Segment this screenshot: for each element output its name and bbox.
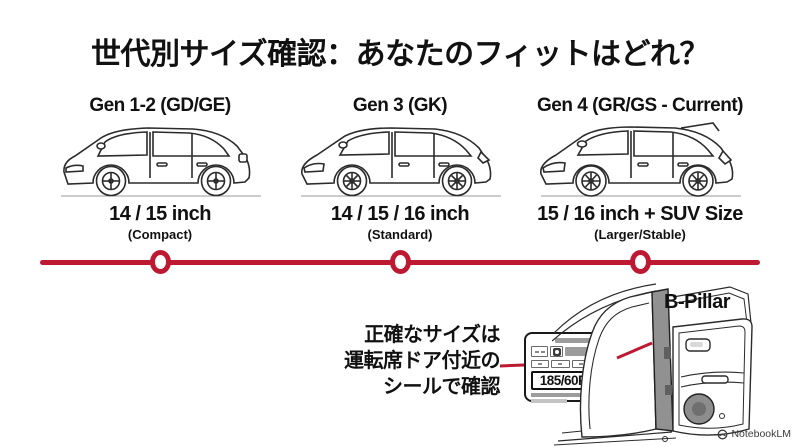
- sticker-header-bar: [554, 338, 596, 343]
- sticker-footer-bar-2: [531, 399, 568, 403]
- door-diagram-svg: [551, 283, 753, 446]
- front-wheel-icon: [95, 165, 126, 197]
- timeline-marker-gen1-2: [150, 250, 171, 274]
- car-gen3-svg: [300, 127, 501, 197]
- tire-icon: [550, 346, 563, 357]
- annotation-line-1: 正確なサイズは: [364, 324, 500, 346]
- generation-1-note: (Compact): [127, 227, 193, 242]
- generation-2-note: (Standard): [367, 227, 433, 242]
- car-illustration-gen4: [520, 118, 760, 202]
- generation-1-size: 14 / 15 inch: [109, 203, 211, 225]
- generation-column-1: Gen 1-2 (GD/GE): [40, 95, 280, 242]
- generation-2-name: Gen 3 (GK): [352, 95, 448, 116]
- generation-3-size: 15 / 16 inch + SUV Size: [537, 203, 743, 225]
- generation-column-2: Gen 3 (GK): [280, 95, 520, 242]
- annotation-line-3: シールで確認: [383, 376, 501, 398]
- armrest-pull-shape: [701, 375, 729, 384]
- door-bpillar-illustration: [551, 281, 770, 447]
- page-title: 世代別サイズ確認：あなたのフィットはどれ？: [91, 38, 710, 71]
- watermark-text: NotebookLM: [731, 428, 791, 440]
- generation-column-3: Gen 4 (GR/GS - Current): [520, 95, 760, 242]
- annotation-line-2: 運転席ドア付近の: [344, 350, 501, 372]
- timeline-marker-gen4: [630, 250, 651, 274]
- generation-3-name: Gen 4 (GR/GS - Current): [537, 95, 743, 116]
- car-gen4-svg: [539, 122, 741, 197]
- generation-2-size: 14 / 15 / 16 inch: [330, 203, 470, 225]
- front-wheel-icon: [574, 165, 607, 197]
- generation-1-name: Gen 1-2 (GD/GE): [89, 95, 231, 116]
- rear-wheel-icon: [441, 165, 472, 197]
- rear-wheel-icon: [200, 165, 231, 197]
- rear-wheel-icon: [681, 165, 714, 197]
- sticker-footer-bar-1: [531, 393, 588, 397]
- car-illustration-gen3: [280, 118, 520, 202]
- watermark: NotebookLM: [717, 428, 791, 440]
- notebooklm-logo-icon: [718, 429, 728, 439]
- car-gen1-2-svg: [60, 127, 261, 197]
- timeline-marker-gen3: [390, 250, 411, 274]
- sticker-annotation-text: 正確なサイズは 運転席ドア付近の シールで確認: [330, 322, 501, 400]
- car-illustration-gen1-2: [40, 118, 280, 202]
- b-pillar-label: B-Pillar: [664, 291, 731, 313]
- generation-3-note: (Larger/Stable): [594, 227, 686, 242]
- front-wheel-icon: [336, 165, 367, 197]
